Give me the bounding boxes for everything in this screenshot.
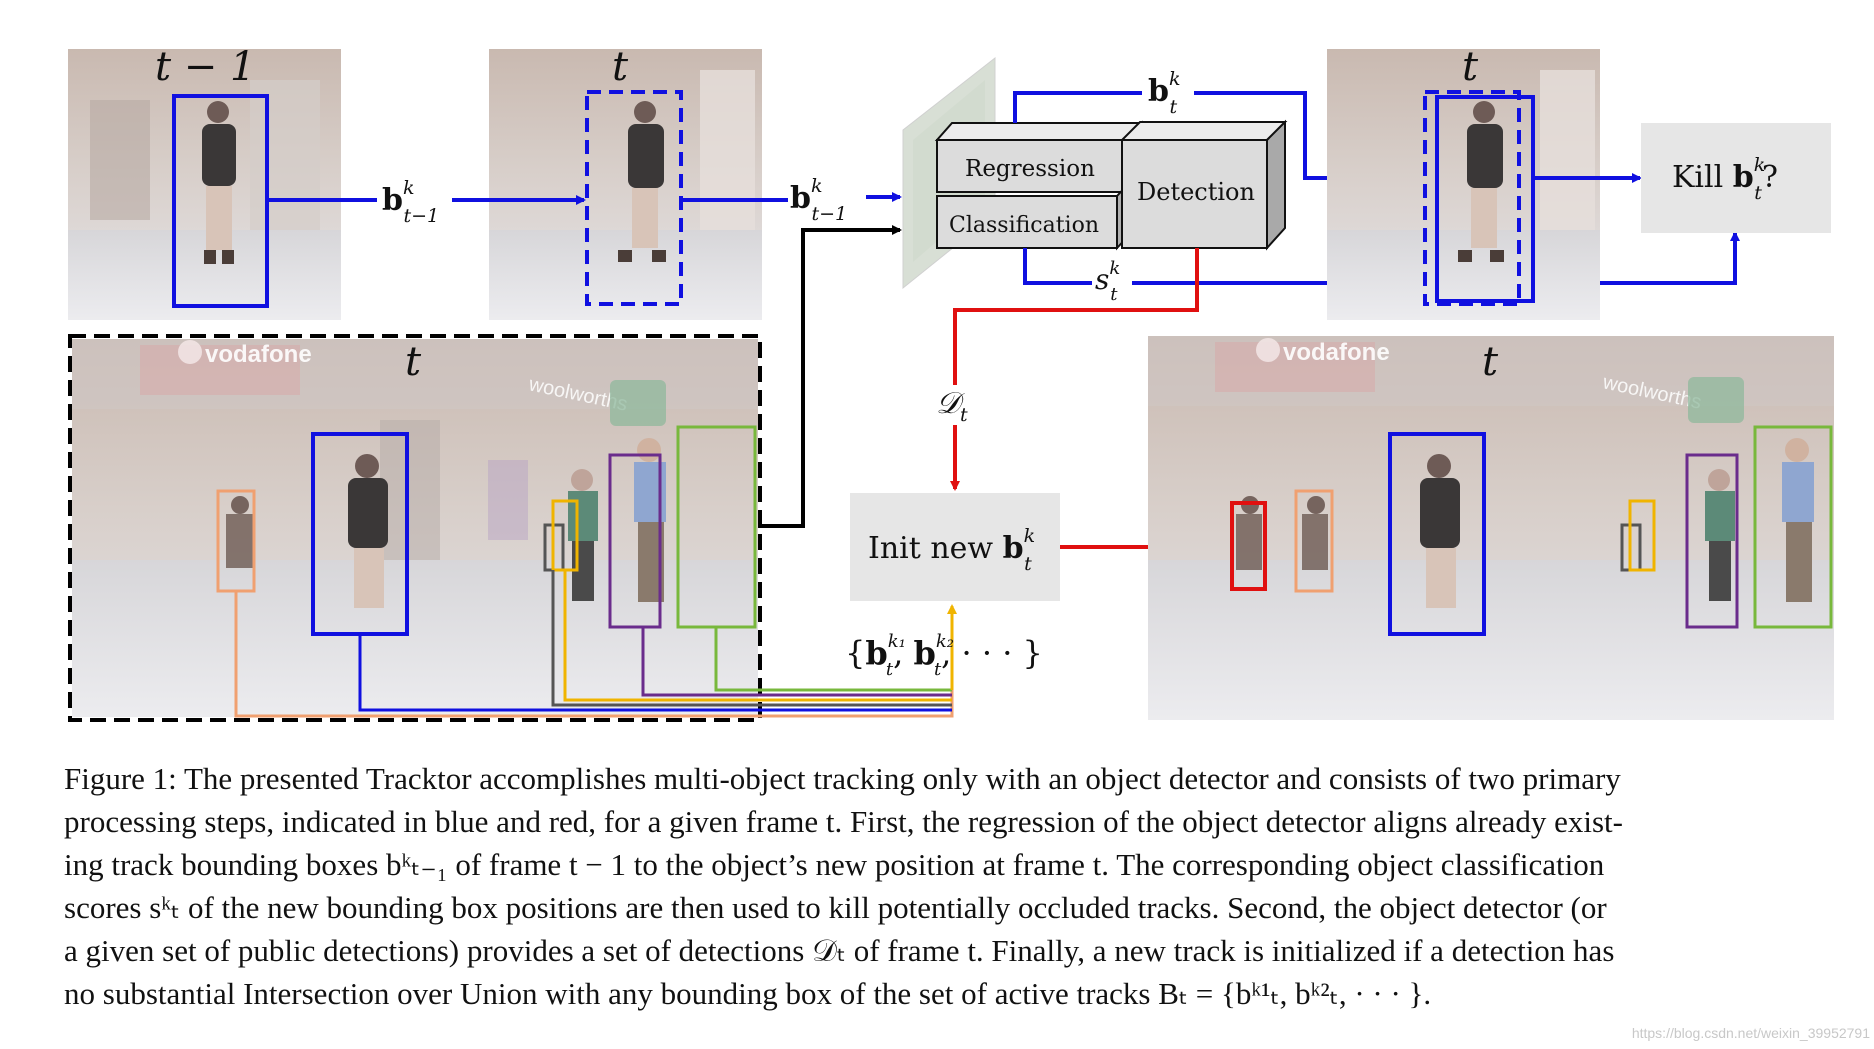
caption-line: scores sᵏₜ of the new bounding box posit…	[64, 890, 1607, 925]
detections-arrow: 𝒟t	[936, 248, 1199, 491]
classification-label: Classification	[949, 213, 1099, 238]
frame-prev-panel: t − 1	[68, 44, 341, 320]
caption-line: ing track bounding boxes bᵏₜ₋₁ of frame …	[64, 847, 1605, 882]
caption-line: a given set of public detections) provid…	[64, 933, 1615, 968]
frame-curr-label: t	[612, 44, 629, 90]
network-block: Regression Classification Detection	[902, 56, 1288, 290]
walking-person-icon	[1458, 101, 1504, 262]
detection-label: Detection	[1137, 178, 1255, 206]
walking-person-icon	[202, 101, 236, 264]
watermark: https://blog.csdn.net/weixin_39952791	[1631, 1025, 1870, 1041]
frame-result-bottom-panel: vodafone woolworths t	[1148, 336, 1834, 720]
track-set-lines	[234, 570, 957, 718]
caption-line: no substantial Intersection over Union w…	[64, 976, 1432, 1011]
store-sign-vodafone-2: vodafone	[1283, 339, 1390, 366]
frame-result-bottom-label: t	[1482, 339, 1499, 385]
frame-curr-panel: t	[489, 44, 762, 320]
figure-caption: Figure 1: The presented Tracktor accompl…	[64, 757, 1842, 1015]
store-sign-vodafone: vodafone	[205, 341, 312, 368]
frame-main-label: t	[405, 339, 422, 385]
caption-line: Figure 1: The presented Tracktor accompl…	[64, 761, 1621, 796]
shopper-icons	[1236, 438, 1814, 608]
classification-block: Classification	[936, 177, 1133, 251]
walking-person-icon	[618, 101, 666, 262]
frame-result-top-panel: t	[1327, 44, 1600, 320]
frame-main-panel: vodafone woolworths t	[68, 334, 762, 722]
detection-block: Detection	[1119, 119, 1288, 251]
main-to-network-arrow	[758, 225, 902, 528]
d-t-label: 𝒟t	[936, 386, 968, 426]
regression-block: Regression	[934, 120, 1145, 195]
frame-result-top-label: t	[1462, 44, 1479, 90]
caption-line: processing steps, indicated in blue and …	[64, 804, 1623, 839]
frame-prev-label: t − 1	[155, 44, 255, 90]
regression-label: Regression	[965, 156, 1095, 182]
